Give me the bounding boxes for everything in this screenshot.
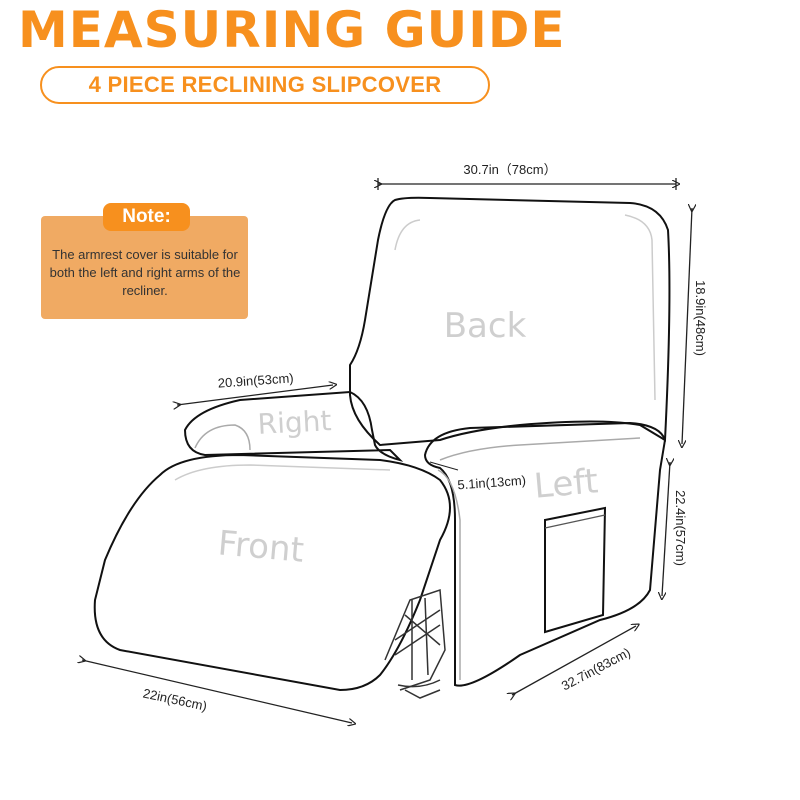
subtitle-badge: 4 PIECE RECLINING SLIPCOVER: [40, 66, 490, 104]
front-label: Front: [216, 523, 305, 570]
front-width-label: 22in(56cm): [142, 686, 209, 714]
right-label: Right: [257, 404, 332, 441]
note-label: Note:: [103, 203, 190, 231]
dim-line-side-depth: [512, 626, 636, 695]
dim-line-front-width: [82, 660, 352, 723]
note-text: The armrest cover is suitable for both t…: [49, 247, 241, 298]
arm-length-label: 20.9in(53cm): [217, 370, 294, 390]
dim-line-arm-length: [177, 385, 333, 405]
left-arm-front-line: [437, 469, 461, 680]
back-inner-line: [624, 214, 656, 401]
side-height-label: 22.4in(57cm): [673, 490, 688, 566]
front-footrest-inner: [174, 464, 391, 481]
back-height-label: 18.9in(48cm): [693, 280, 708, 356]
note-box: [41, 216, 248, 319]
back-label: Back: [444, 306, 527, 346]
side-pocket-top: [544, 514, 606, 529]
left-label: Left: [532, 461, 599, 506]
front-footrest-outline: [93, 453, 451, 692]
left-arm-outline: [423, 421, 667, 687]
side-depth-label: 32.7in(83cm): [559, 645, 633, 694]
dim-line-arm-width: [429, 461, 459, 471]
left-arm-top-line: [439, 437, 641, 461]
arm-width-label: 5.1in(13cm): [457, 473, 527, 493]
side-pocket-outline: [544, 506, 607, 634]
dim-line-back-height: [682, 208, 692, 444]
subtitle-text: 4 PIECE RECLINING SLIPCOVER: [88, 72, 442, 97]
right-arm-front: [194, 424, 251, 451]
page-title: MEASURING GUIDE: [18, 1, 566, 59]
recline-mechanism: [384, 588, 446, 699]
back-cushion-outline: [349, 196, 671, 447]
dim-line-side-height: [662, 462, 670, 596]
back-width-label: 30.7in（78cm）: [463, 162, 556, 177]
back-inner-line-2: [394, 219, 421, 251]
